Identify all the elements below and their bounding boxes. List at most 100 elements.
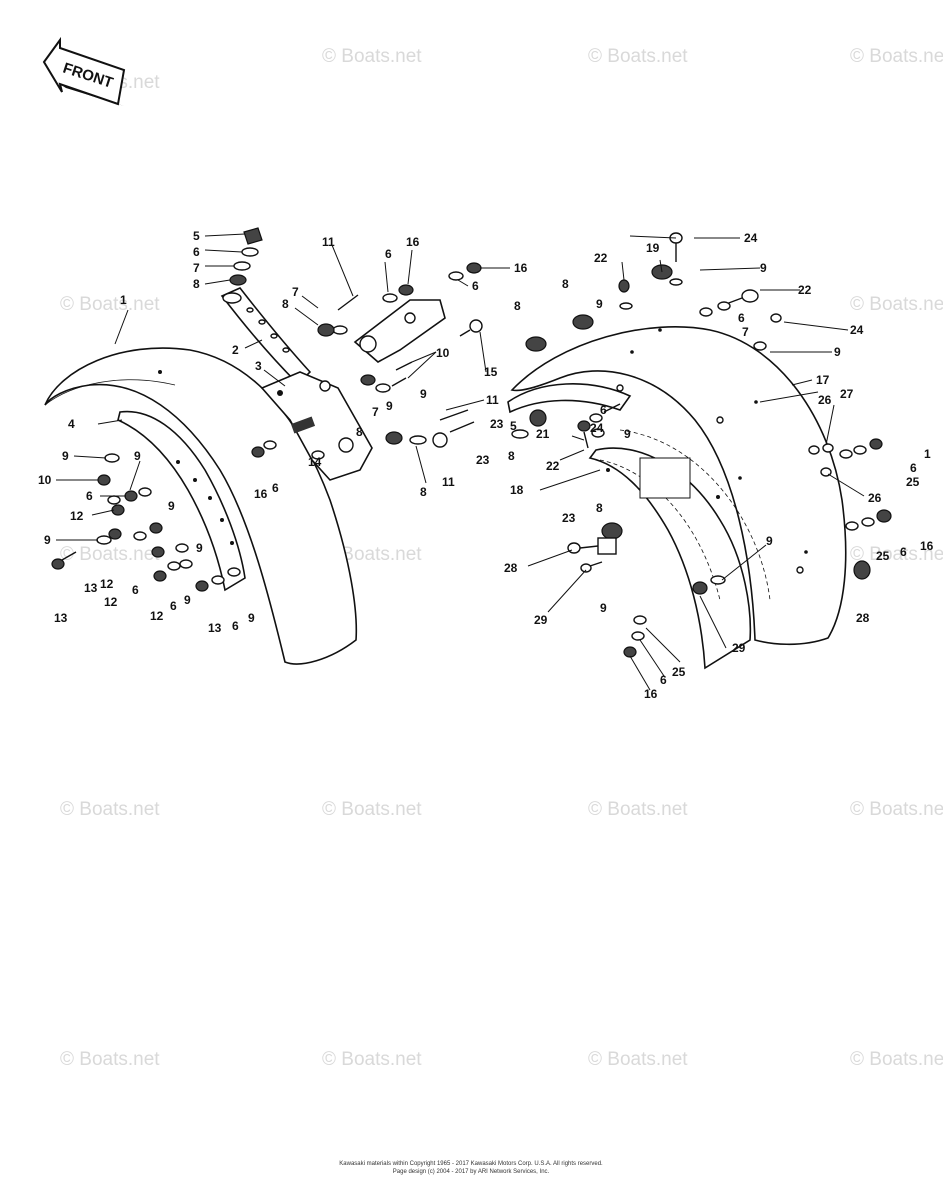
callout-6: 6 <box>900 545 907 559</box>
callout-13: 13 <box>84 581 98 595</box>
callout-labels-front: 5 6 7 8 1 2 3 7 8 11 6 16 16 6 10 9 9 15… <box>38 229 528 635</box>
watermark-text: © Boats.net <box>322 799 422 820</box>
callout-9: 9 <box>248 611 255 625</box>
callout-6: 6 <box>170 599 177 613</box>
meter-bracket <box>353 299 446 363</box>
callout-24: 24 <box>590 421 604 435</box>
callout-7: 7 <box>193 261 200 275</box>
callout-1: 1 <box>924 447 931 461</box>
callout-6: 6 <box>738 311 745 325</box>
callout-6: 6 <box>472 279 479 293</box>
callout-2: 2 <box>232 343 239 357</box>
watermark-text: © Boats.net <box>60 544 160 565</box>
callout-26: 26 <box>818 393 832 407</box>
callout-9: 9 <box>196 541 203 555</box>
callout-16: 16 <box>644 687 658 701</box>
callout-19: 19 <box>646 241 660 255</box>
callout-6: 6 <box>385 247 392 261</box>
callout-9: 9 <box>386 399 393 413</box>
callout-16: 16 <box>920 539 934 553</box>
callout-22: 22 <box>546 459 560 473</box>
callout-12: 12 <box>150 609 164 623</box>
callout-18: 18 <box>510 483 524 497</box>
callout-7: 11 <box>442 475 455 489</box>
callout-11: 11 <box>322 235 335 249</box>
callout-9: 9 <box>760 261 767 275</box>
callout-13: 13 <box>54 611 68 625</box>
callout-8: 8 <box>596 501 603 515</box>
callout-9: 9 <box>624 427 631 441</box>
callout-9: 9 <box>62 449 69 463</box>
callout-7: 7 <box>292 285 299 299</box>
watermark-text: © Boats.net <box>588 46 688 67</box>
leader-lines <box>56 233 865 691</box>
rear-fender <box>510 326 847 670</box>
callout-11: 11 <box>486 393 499 407</box>
watermark-text: © Boats.net <box>850 46 943 67</box>
watermark-text: © Boats.net <box>60 294 160 315</box>
callout-28: 28 <box>504 561 518 575</box>
callout-5: 5 <box>193 229 200 243</box>
watermark-text: © Boats.net <box>60 799 160 820</box>
callout-9: 9 <box>600 601 607 615</box>
callout-6: 6 <box>232 619 239 633</box>
watermark-text: © Boats.net <box>60 1049 160 1070</box>
callout-22: 22 <box>798 283 812 297</box>
callout-24: 24 <box>850 323 864 337</box>
watermark-text: © Boats.net <box>588 799 688 820</box>
callout-8: 8 <box>562 277 569 291</box>
callout-labels-rear: 22 19 24 9 8 9 22 6 7 24 9 17 23 5 21 6 … <box>476 231 934 701</box>
callout-22: 22 <box>594 251 608 265</box>
callout-6: 6 <box>132 583 139 597</box>
callout-3: 3 <box>255 359 262 373</box>
callout-8: 8 <box>508 449 515 463</box>
rear-fender-front-piece <box>507 383 632 414</box>
callout-9: 9 <box>834 345 841 359</box>
copyright-line-2: Page design (c) 2004 - 2017 by ARI Netwo… <box>393 1169 550 1175</box>
callout-16: 16 <box>406 235 420 249</box>
callout-12: 13 <box>208 621 222 635</box>
callout-26: 26 <box>868 491 882 505</box>
watermark-text: © Boats.net <box>588 1049 688 1070</box>
watermark-text: © Boats.net <box>850 799 943 820</box>
watermark-text: © Boats.net <box>322 1049 422 1070</box>
callout-16: 16 <box>514 261 528 275</box>
callout-29: 29 <box>732 641 746 655</box>
front-fender <box>44 347 358 665</box>
callout-17: 17 <box>816 373 830 387</box>
callout-9: 9 <box>766 534 773 548</box>
callout-29: 29 <box>534 613 548 627</box>
callout-6: 6 <box>86 489 93 503</box>
callout-6: 6 <box>600 403 607 417</box>
watermark-text: © Boats.net <box>850 1049 943 1070</box>
bracket-plate <box>260 371 373 481</box>
copyright-line-1: Kawasaki materials within Copyright 1965… <box>339 1161 603 1167</box>
watermark-text: © Boats.net <box>850 544 943 565</box>
callout-28: 28 <box>856 611 870 625</box>
callout-10: 10 <box>38 473 52 487</box>
callout-6: 6 <box>272 481 279 495</box>
callout-27: 27 <box>840 387 854 401</box>
callout-12: 12 <box>100 577 114 591</box>
callout-25: 25 <box>672 665 686 679</box>
watermark-text: © Boats.net <box>850 294 943 315</box>
callout-9: 9 <box>184 593 191 607</box>
callout-9: 9 <box>134 449 141 463</box>
watermark-text: © Boats.net <box>322 46 422 67</box>
callout-24: 24 <box>744 231 758 245</box>
callout-7: 7 <box>372 405 379 419</box>
front-arrow-icon: FRONT <box>42 36 126 106</box>
callout-23: 23 <box>562 511 576 525</box>
callout-14: 14 <box>308 455 322 469</box>
callout-8: 8 <box>514 299 521 313</box>
callout-15: 15 <box>484 365 498 379</box>
callout-5: 5 <box>510 419 517 433</box>
callout-23: 23 <box>476 453 490 467</box>
callout-16: 16 <box>254 487 268 501</box>
callout-12: 12 <box>104 595 118 609</box>
callout-25: 25 <box>876 549 890 563</box>
callout-4: 4 <box>68 417 75 431</box>
callout-8: 8 <box>282 297 289 311</box>
callout-6: 6 <box>660 673 667 687</box>
